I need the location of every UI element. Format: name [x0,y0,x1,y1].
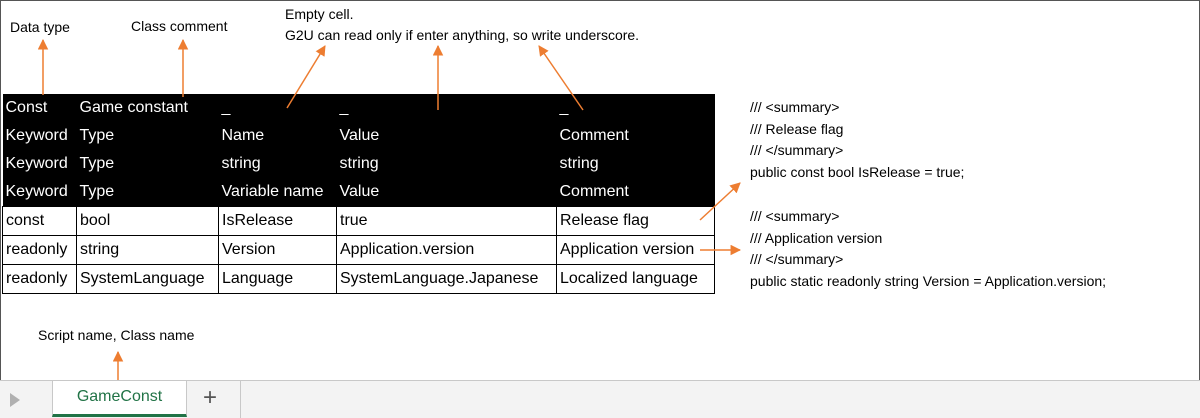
header-cell[interactable]: Keyword [2,150,77,178]
header-cell[interactable]: Keyword [2,178,77,207]
play-icon[interactable] [10,393,20,407]
header-cell[interactable]: Value [336,178,557,207]
header-row-const: Const Game constant _ _ _ [2,94,715,122]
header-cell[interactable]: string [556,150,715,178]
annotation-empty-cell-title: Empty cell. [285,6,354,22]
header-cell[interactable]: Game constant [76,94,219,122]
sheet-table: Const Game constant _ _ _ Keyword Type N… [2,94,715,294]
header-cell[interactable]: Const [2,94,77,122]
data-cell[interactable]: Application.version [336,235,557,265]
header-row-names: Keyword Type Name Value Comment [2,122,715,150]
add-sheet-icon[interactable]: + [203,384,218,411]
code-line: /// </summary> [750,142,844,158]
data-cell[interactable]: IsRelease [218,206,337,236]
code-line: /// Release flag [750,120,844,137]
header-cell[interactable]: Variable name [218,178,337,207]
code-line: public static readonly string Version = … [750,272,1107,289]
code-line: /// Application version [750,229,883,246]
data-row-language: readonly SystemLanguage Language SystemL… [2,264,715,294]
code-line: public const bool IsRelease = true; [750,163,965,180]
data-row-version: readonly string Version Application.vers… [2,235,715,265]
header-cell[interactable]: string [336,150,557,178]
code-line: /// </summary> [750,251,844,267]
data-cell[interactable]: true [336,206,557,236]
data-cell[interactable]: SystemLanguage [76,264,219,294]
tab-divider [240,381,241,418]
header-cell[interactable]: Type [76,150,219,178]
data-row-is-release: const bool IsRelease true Release flag [2,206,715,236]
data-cell[interactable]: Release flag [556,206,715,236]
data-cell[interactable]: readonly [2,235,77,265]
data-cell[interactable]: bool [76,206,219,236]
data-cell[interactable]: Localized language [556,264,715,294]
code-line: /// <summary> [750,208,840,224]
data-cell[interactable]: Version [218,235,337,265]
annotation-data-type: Data type [10,19,70,35]
header-cell[interactable]: string [218,150,337,178]
data-cell[interactable]: const [2,206,77,236]
header-cell[interactable]: Name [218,122,337,150]
header-cell[interactable]: Comment [556,122,715,150]
header-row-types: Keyword Type string string string [2,150,715,178]
header-cell[interactable]: Value [336,122,557,150]
data-cell[interactable]: string [76,235,219,265]
header-cell[interactable]: Type [76,178,219,207]
code-sample-release-flag: /// <summary> /// Release flag /// </sum… [750,97,964,183]
header-cell[interactable]: _ [336,94,557,122]
code-line: /// <summary> [750,99,840,115]
header-row-labels: Keyword Type Variable name Value Comment [2,178,715,207]
data-cell[interactable]: Language [218,264,337,294]
code-sample-version: /// <summary> /// Application version //… [750,206,1106,292]
data-cell[interactable]: SystemLanguage.Japanese [336,264,557,294]
header-cell[interactable]: _ [218,94,337,122]
header-cell[interactable]: Type [76,122,219,150]
annotation-script-name: Script name, Class name [38,327,195,343]
header-cell[interactable]: Keyword [2,122,77,150]
header-cell[interactable]: _ [556,94,715,122]
header-cell[interactable]: Comment [556,178,715,207]
data-cell[interactable]: Application version [556,235,715,265]
sheet-tab-bar: GameConst + [0,380,1200,418]
data-cell[interactable]: readonly [2,264,77,294]
annotation-class-comment: Class comment [131,18,228,34]
annotation-empty-cell-note: G2U can read only if enter anything, so … [285,27,640,43]
sheet-tab-gameconst[interactable]: GameConst [52,381,187,417]
